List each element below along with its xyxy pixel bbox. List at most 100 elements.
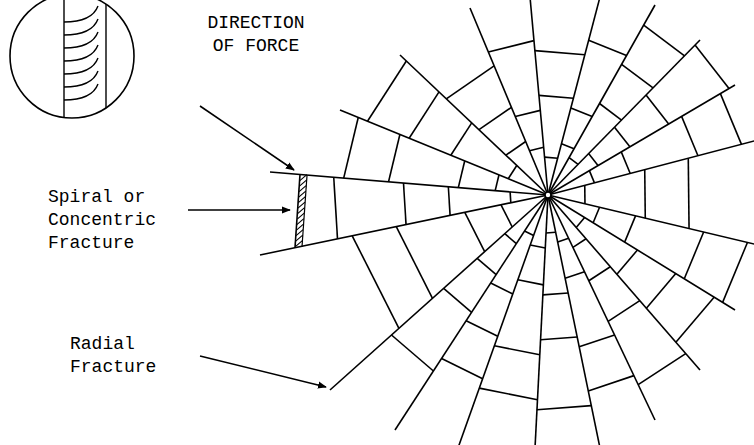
impact-point xyxy=(545,192,551,198)
concentric-fracture-segment xyxy=(494,346,539,355)
concentric-fracture-segment xyxy=(508,165,517,178)
concentric-fracture-segment xyxy=(458,161,464,188)
concentric-fracture-segment xyxy=(558,238,569,242)
concentric-fracture-segment xyxy=(569,158,578,165)
concentric-fracture-segment xyxy=(396,227,432,299)
fracture-web xyxy=(260,0,754,445)
rib-mark xyxy=(64,58,98,74)
concentric-fracture-segment xyxy=(505,234,517,244)
annotation-label: Spiral or Concentric Fracture xyxy=(48,186,178,255)
concentric-fracture-segment xyxy=(477,258,496,274)
concentric-fracture-segment xyxy=(501,205,512,227)
hatch-mark xyxy=(300,175,307,181)
hatch-mark xyxy=(299,186,306,192)
concentric-fracture-segment xyxy=(584,185,586,203)
fracture-edge xyxy=(63,0,64,130)
concentric-fracture-segment xyxy=(646,274,675,309)
concentric-fracture-segment xyxy=(509,192,511,203)
concentric-fracture-segment xyxy=(646,95,669,124)
concentric-fracture-segment xyxy=(530,147,544,151)
rib-mark xyxy=(64,19,98,35)
concentric-fracture-segment xyxy=(615,127,630,147)
concentric-fracture-segment xyxy=(600,104,622,121)
concentric-fracture-segment xyxy=(488,41,534,52)
concentric-fracture-segment xyxy=(593,207,599,222)
concentric-fracture-segment xyxy=(444,288,472,312)
concentric-fracture-segment xyxy=(518,280,544,285)
concentric-fracture-segment xyxy=(723,242,748,302)
concentric-fracture-segment xyxy=(571,108,592,117)
concentric-fracture-segment xyxy=(621,152,630,174)
concentric-fracture-segment xyxy=(539,95,573,98)
radial-fracture-line xyxy=(548,140,754,195)
hatch-mark xyxy=(296,224,303,230)
hatch-mark xyxy=(298,202,305,208)
concentric-fracture-segment xyxy=(541,337,578,340)
magnifier-circle xyxy=(10,0,134,118)
annotation-label: DIRECTION OF FORCE xyxy=(196,12,316,58)
concentric-fracture-segment xyxy=(495,175,499,191)
concentric-fracture-segment xyxy=(389,134,400,181)
label-box: DIRECTION OF FORCE xyxy=(196,12,316,58)
hatched-spiral-fracture xyxy=(295,175,307,248)
concentric-fracture-segment xyxy=(625,216,636,242)
radial-fracture-line xyxy=(548,5,655,195)
hatch-mark xyxy=(296,230,303,236)
concentric-fracture-segment xyxy=(537,406,591,410)
rib-mark xyxy=(64,71,98,87)
hatch-mark xyxy=(298,208,305,214)
concentric-fracture-segment xyxy=(543,293,568,295)
concentric-fracture-segment xyxy=(491,283,513,294)
radial-fracture-line xyxy=(470,8,548,195)
concentric-fracture-segment xyxy=(695,45,729,88)
concentric-fracture-segment xyxy=(589,267,610,281)
radial-fracture-line xyxy=(548,195,754,245)
hatch-mark xyxy=(298,197,305,203)
leader-arrow xyxy=(200,356,326,387)
concentric-fracture-segment xyxy=(334,177,338,239)
rib-mark xyxy=(64,32,98,48)
radial-fracture-line xyxy=(548,40,700,195)
concentric-fracture-segment xyxy=(479,388,537,400)
concentric-fracture-segment xyxy=(391,335,433,371)
concentric-fracture-segment xyxy=(479,107,511,129)
magnified-inset xyxy=(10,0,134,130)
concentric-fracture-segment xyxy=(565,272,584,278)
concentric-fracture-segment xyxy=(589,154,598,166)
concentric-fracture-segment xyxy=(530,245,545,248)
radial-fracture-line xyxy=(400,55,548,195)
hatch-mark xyxy=(299,180,306,186)
concentric-fracture-segment xyxy=(684,232,703,279)
hatch-mark xyxy=(295,241,302,247)
concentric-fracture-segment xyxy=(446,66,494,99)
hatch-mark xyxy=(299,191,306,197)
concentric-fracture-segment xyxy=(589,40,627,55)
radial-fracture-line xyxy=(548,195,700,370)
inset-detail xyxy=(64,0,106,130)
radial-fracture-line xyxy=(270,172,548,195)
concentric-fracture-segment xyxy=(588,376,634,391)
concentric-fracture-segment xyxy=(545,157,558,158)
concentric-fracture-segment xyxy=(466,321,498,337)
hatch-mark xyxy=(297,213,304,219)
hatch-outline xyxy=(295,175,300,248)
concentric-fracture-segment xyxy=(608,301,640,322)
concentric-fracture-segment xyxy=(525,231,534,235)
radial-fracture-line xyxy=(458,195,548,445)
fracture-edge xyxy=(105,0,106,130)
leader-arrow xyxy=(200,106,294,170)
concentric-fracture-segment xyxy=(403,183,406,225)
concentric-fracture-segment xyxy=(506,141,526,155)
concentric-fracture-segment xyxy=(573,239,586,248)
concentric-fracture-segment xyxy=(644,170,646,218)
concentric-fracture-segment xyxy=(579,335,614,347)
concentric-fracture-segment xyxy=(448,187,450,216)
radial-fracture-line xyxy=(330,195,548,390)
concentric-fracture-segment xyxy=(515,110,540,116)
concentric-fracture-segment xyxy=(720,94,741,145)
concentric-fracture-segment xyxy=(344,117,359,178)
concentric-fracture-segment xyxy=(409,92,439,138)
concentric-fracture-segment xyxy=(465,212,485,251)
rib-mark xyxy=(64,6,98,22)
